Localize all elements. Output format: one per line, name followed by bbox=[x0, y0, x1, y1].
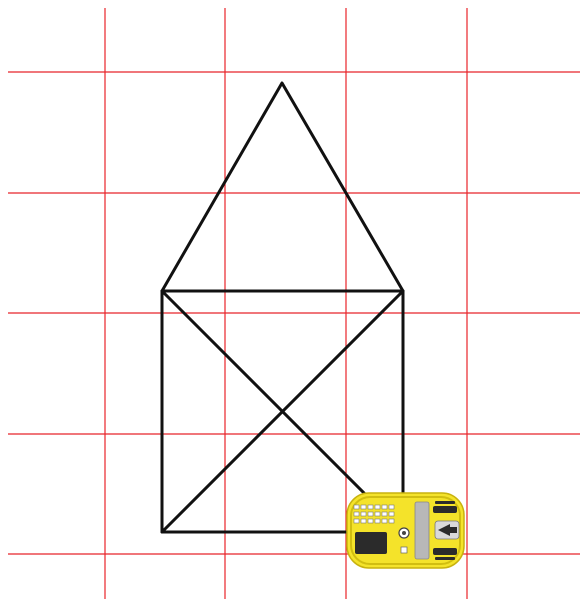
robot-dial-center bbox=[402, 531, 406, 535]
robot-front-accent-top bbox=[433, 506, 457, 513]
bee-bot-robot-icon[interactable] bbox=[347, 493, 464, 568]
drawn-path bbox=[162, 83, 403, 532]
robot-front-accent-bottom bbox=[433, 548, 457, 555]
robot-small-button bbox=[401, 547, 407, 553]
robot-stripe-top bbox=[435, 501, 455, 504]
robot-screen bbox=[355, 532, 387, 554]
robot-stripe-bottom bbox=[435, 557, 455, 560]
roof-line bbox=[162, 83, 403, 291]
robot-side-panel bbox=[415, 502, 429, 559]
robot-direction-indicator bbox=[435, 521, 459, 539]
grid bbox=[8, 8, 580, 599]
